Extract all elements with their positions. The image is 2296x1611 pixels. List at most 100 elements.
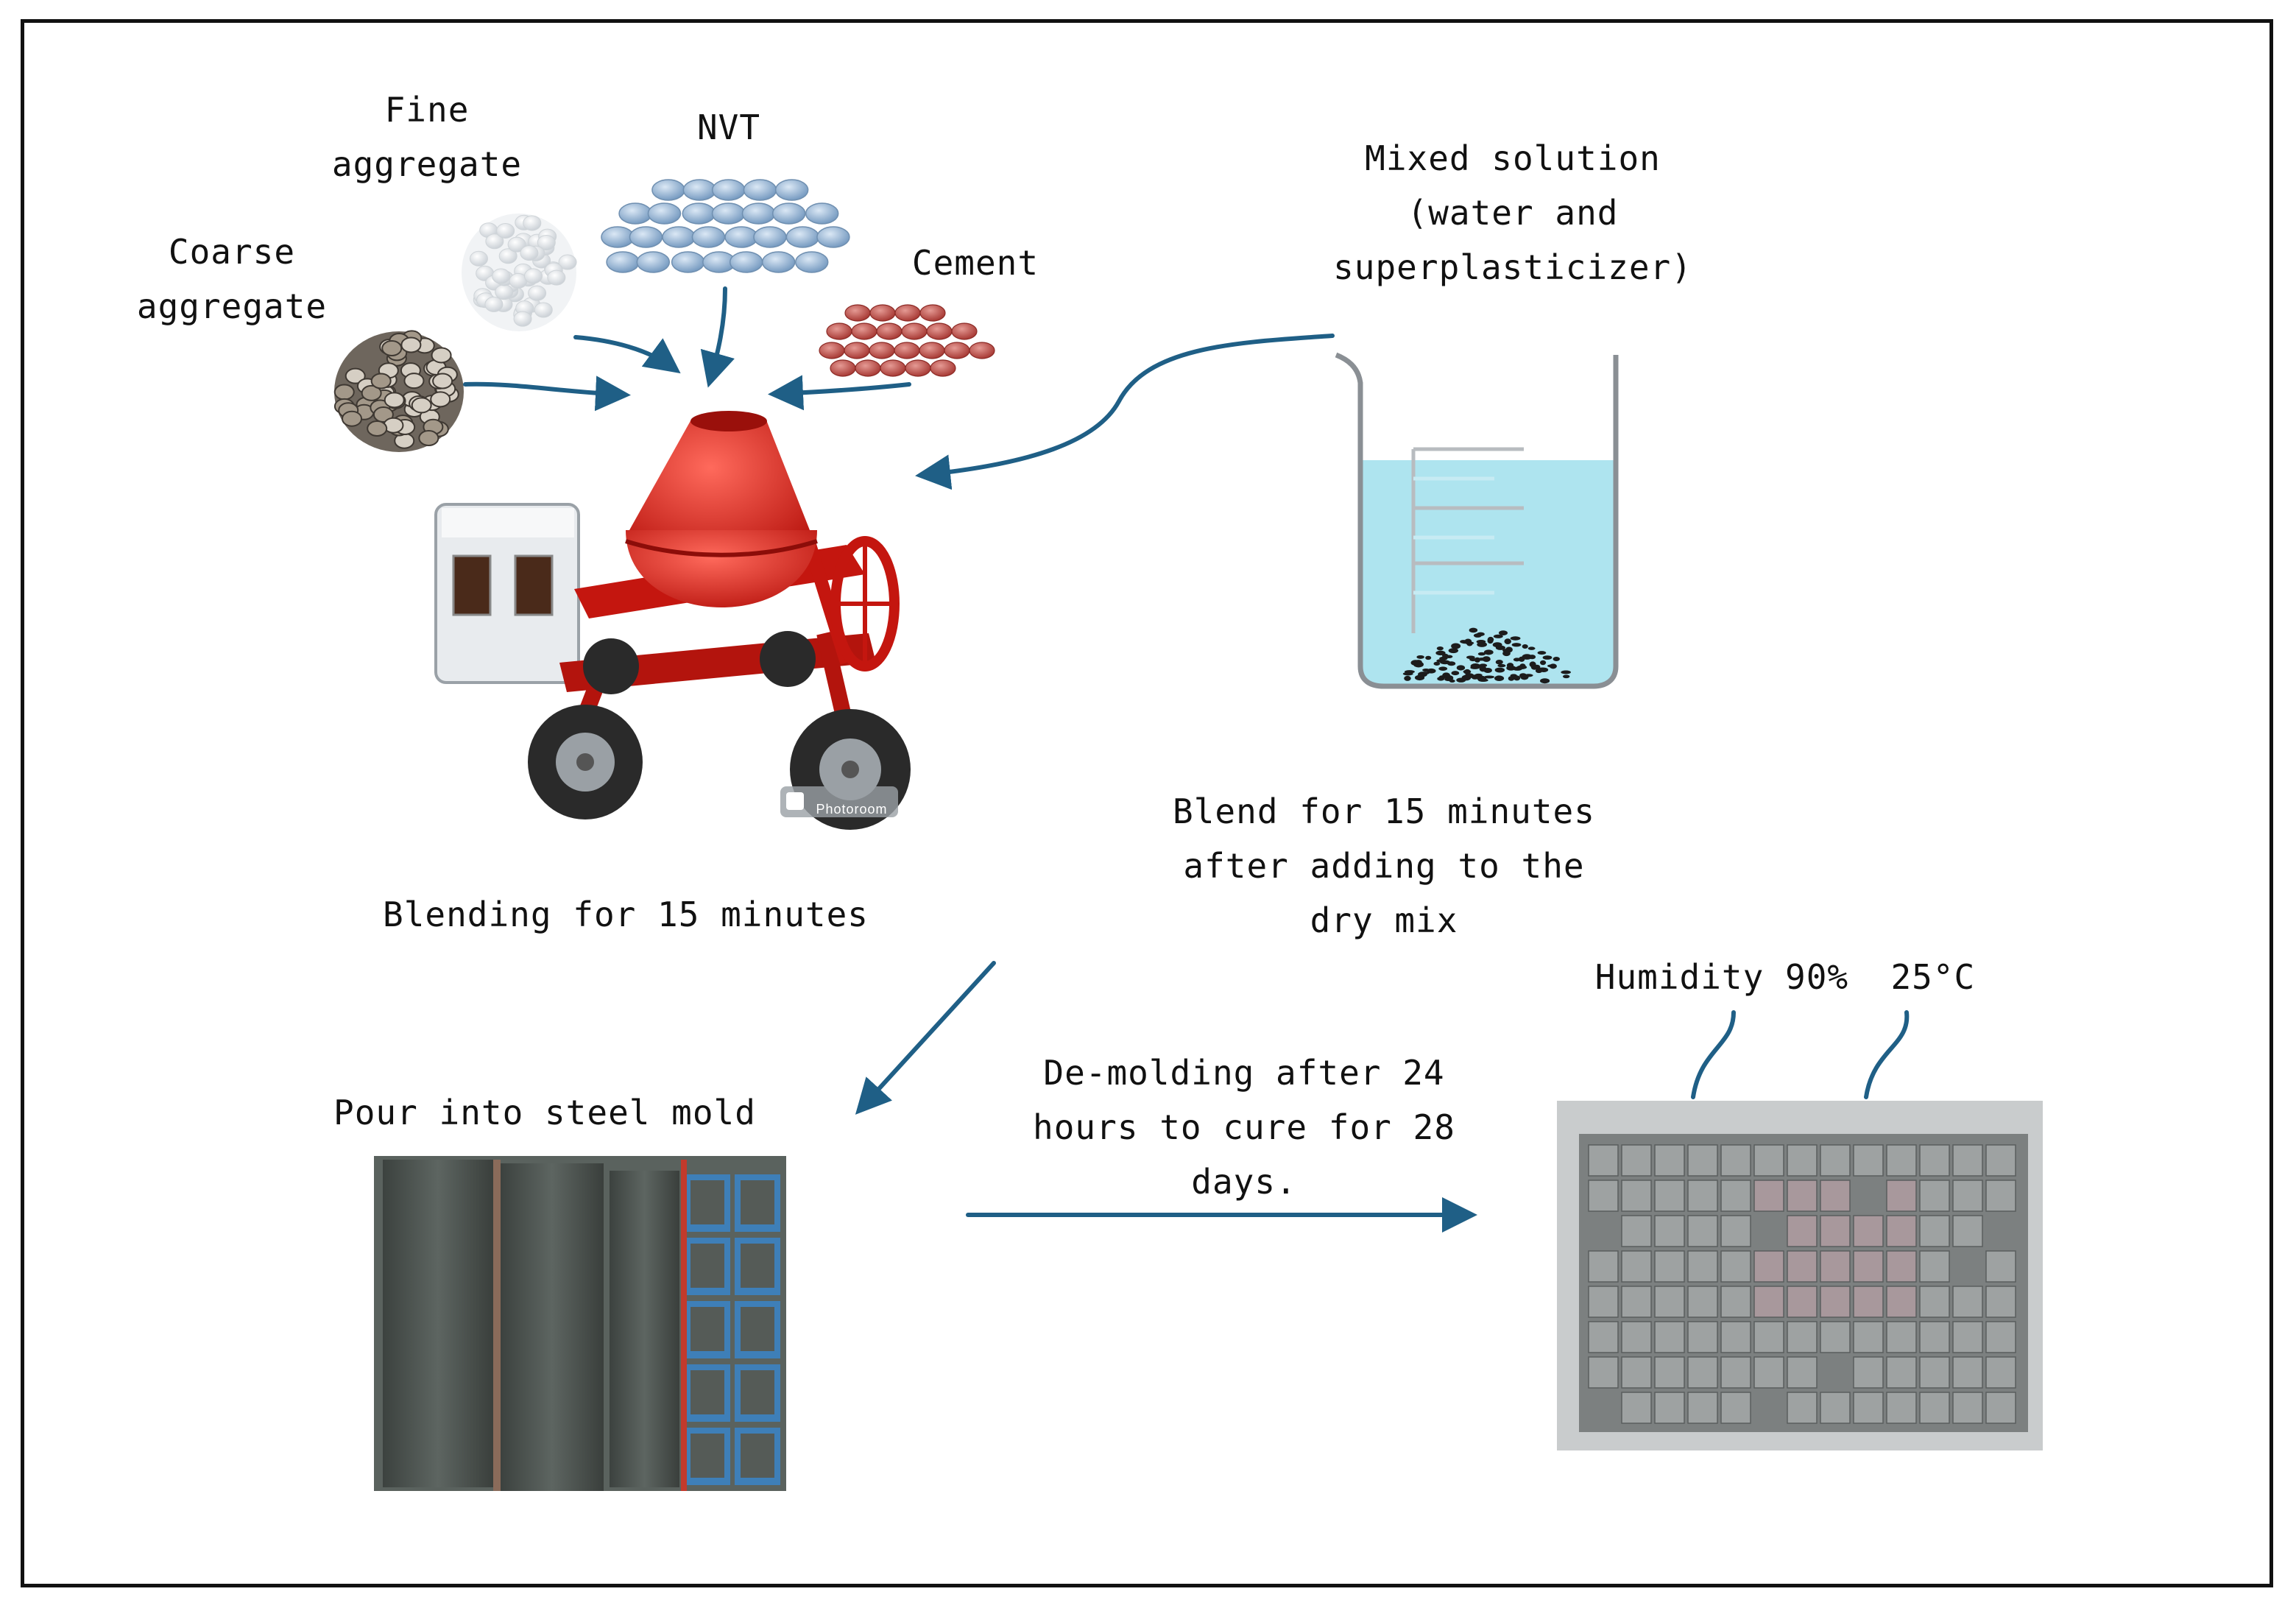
cured-cube — [1654, 1215, 1685, 1247]
coarse-aggregate-label: Coarse aggregate — [136, 232, 328, 326]
cured-cube — [1853, 1356, 1884, 1389]
cured-cube — [1753, 1250, 1784, 1283]
cured-cube — [1654, 1356, 1685, 1389]
cured-cube — [1985, 1392, 2016, 1424]
cured-cube — [1588, 1180, 1619, 1212]
cured-cube — [1687, 1250, 1718, 1283]
cured-cube — [1886, 1392, 1917, 1424]
fine-aggregate-particle — [495, 284, 514, 300]
coarse-aggregate-particle — [333, 384, 355, 401]
nvt-particle — [629, 226, 663, 248]
coarse-aggregate-particle — [403, 373, 425, 389]
beaker-icon — [1335, 352, 1619, 689]
cured-cube — [1985, 1144, 2016, 1177]
humidity-pointer — [1691, 1010, 1736, 1099]
nvt-particle — [691, 226, 726, 248]
coarse-aggregate-particle — [418, 430, 439, 447]
cured-cube — [1886, 1250, 1917, 1283]
cured-cube — [1886, 1356, 1917, 1389]
cured-cube — [1919, 1321, 1950, 1353]
coarse-aggregate-particle — [431, 347, 452, 364]
cured-cube — [1820, 1392, 1851, 1424]
cured-cube — [1985, 1180, 2016, 1212]
coarse-aggregate-particle — [372, 406, 394, 423]
cured-cube — [1985, 1250, 2016, 1283]
cured-cube — [1952, 1356, 1983, 1389]
cured-cube — [1853, 1215, 1884, 1247]
cured-cube — [1919, 1286, 1950, 1318]
cured-cube — [1687, 1215, 1718, 1247]
coarse-aggregate-particle — [430, 391, 451, 408]
cured-cube — [1853, 1250, 1884, 1283]
concrete-cube — [741, 1180, 774, 1224]
cured-cube — [1985, 1321, 2016, 1353]
nvt-particle — [785, 226, 820, 248]
cured-cube — [1952, 1392, 1983, 1424]
cured-cube — [1687, 1321, 1718, 1353]
fine-aggregate-particle — [523, 215, 542, 231]
concrete-cube — [741, 1244, 774, 1288]
cured-cube — [1820, 1180, 1851, 1212]
coarse-aggregate-particle — [411, 397, 432, 414]
cured-cube — [1720, 1321, 1751, 1353]
cured-cube — [1952, 1215, 1983, 1247]
fine-aggregate-particle — [507, 236, 526, 253]
concrete-cube — [690, 1307, 724, 1351]
cement-particle — [826, 322, 852, 340]
watermark-text: Photoroom — [816, 802, 888, 817]
cured-cube — [1654, 1250, 1685, 1283]
cured-cube — [1820, 1286, 1851, 1318]
fine-aggregate-particle — [492, 268, 511, 284]
nvt-particle — [816, 226, 850, 248]
pour-into-mold-caption: Pour into steel mold — [333, 1093, 756, 1132]
fine-aggregate-particle — [496, 222, 515, 239]
nvt-particle — [711, 202, 746, 225]
nvt-particle — [743, 179, 777, 201]
cured-cube — [1919, 1392, 1950, 1424]
cured-cube — [1720, 1356, 1751, 1389]
nvt-particle — [601, 226, 635, 248]
concrete-cube — [690, 1434, 724, 1478]
cement-particle — [830, 359, 856, 377]
cured-cube — [1886, 1286, 1917, 1318]
cement-particle — [844, 304, 871, 322]
fine-aggregate-particle — [528, 285, 547, 301]
cured-cube — [1985, 1286, 2016, 1318]
mixed-solution-label: Mixed solution (water and superplasticiz… — [1333, 138, 1692, 287]
cured-cube — [1820, 1250, 1851, 1283]
cured-cube — [1753, 1356, 1784, 1389]
cement-particle — [869, 304, 896, 322]
fine-aggregate-particle — [484, 296, 504, 312]
cured-cube — [1621, 1356, 1652, 1389]
nvt-particle — [606, 251, 640, 273]
cured-cube — [1654, 1180, 1685, 1212]
fine-aggregate-label: Fine aggregate — [331, 90, 523, 184]
cured-cube — [1753, 1286, 1784, 1318]
concrete-cube — [741, 1307, 774, 1351]
nvt-particle — [761, 251, 796, 273]
cured-cube — [1919, 1180, 1950, 1212]
cement-particle — [869, 342, 895, 359]
cement-particle — [919, 304, 946, 322]
nvt-particle — [711, 179, 746, 201]
cured-cube — [1654, 1286, 1685, 1318]
arrow-mixer-to-mold — [855, 961, 996, 1115]
coarse-aggregate-particle — [345, 367, 366, 384]
cured-cube — [1588, 1286, 1619, 1318]
cement-particle — [876, 322, 902, 340]
arrow-fine-to-mixer — [573, 335, 681, 374]
cement-particle — [894, 304, 921, 322]
nvt-particle — [729, 251, 763, 273]
fine-aggregate-particle — [485, 233, 504, 250]
curing-conditions-label: Humidity 90% 25°C — [1594, 957, 1976, 997]
cured-cube — [1787, 1286, 1818, 1318]
cured-cube — [1787, 1356, 1818, 1389]
curing-tray-photo — [1557, 1101, 2043, 1450]
cured-cube — [1654, 1144, 1685, 1177]
cured-cube — [1687, 1144, 1718, 1177]
cured-cube — [1588, 1321, 1619, 1353]
nvt-particles-icon — [601, 179, 850, 273]
demolding-caption: De-molding after 24 hours to cure for 28… — [1033, 1053, 1455, 1202]
cured-cube — [1886, 1144, 1917, 1177]
